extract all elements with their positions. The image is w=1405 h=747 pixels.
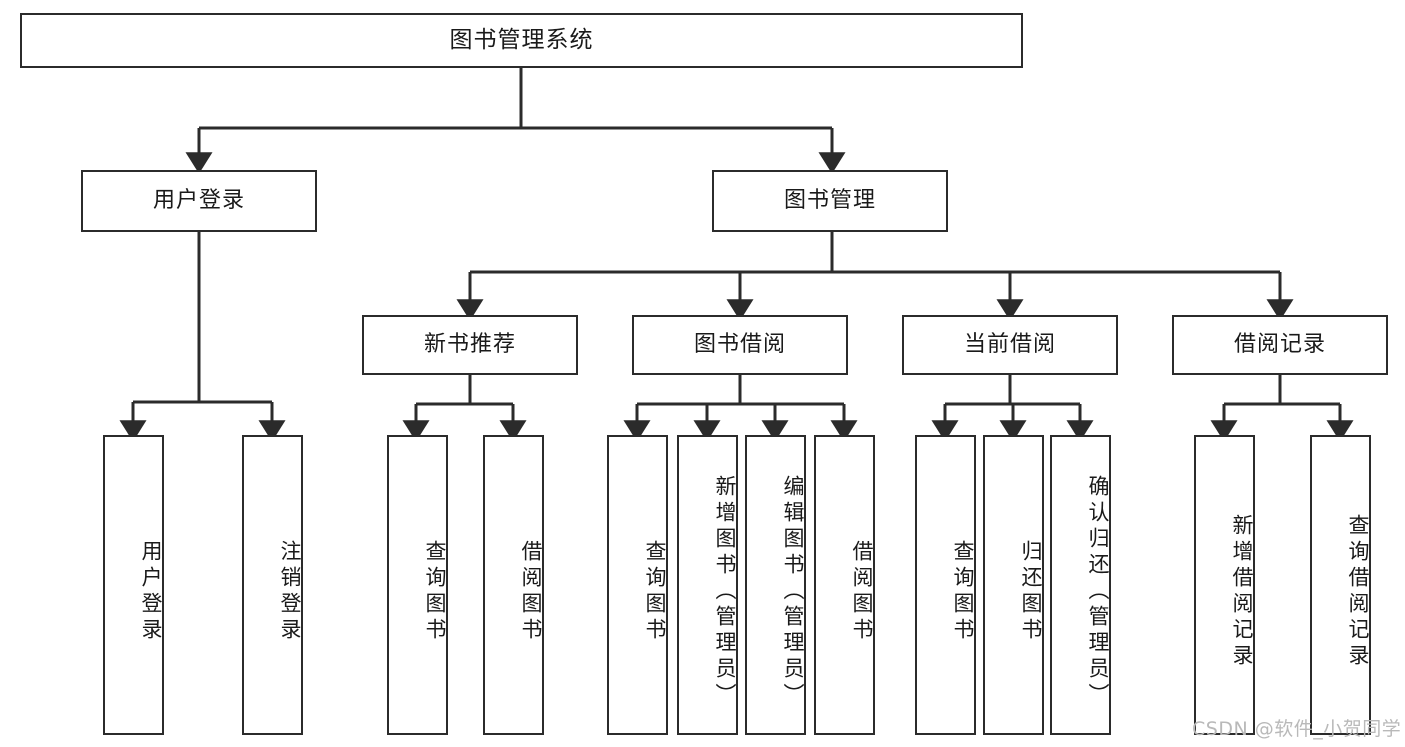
node-borrow-records[interactable]: 借阅记录 <box>1172 315 1388 375</box>
leaf-label: 注销登录 <box>278 540 302 644</box>
node-book-management[interactable]: 图书管理 <box>712 170 948 232</box>
leaf-borrow-add-book-admin[interactable]: 新增图书（管理员） <box>677 435 738 735</box>
leaf-borrow-edit-book-admin[interactable]: 编辑图书（管理员） <box>745 435 806 735</box>
node-user-login[interactable]: 用户登录 <box>81 170 317 232</box>
node-root-system[interactable]: 图书管理系统 <box>20 13 1023 68</box>
leaf-label: 归还图书 <box>1019 540 1043 644</box>
leaf-label: 查询图书 <box>643 540 667 644</box>
leaf-borrow-borrow-book[interactable]: 借阅图书 <box>814 435 875 735</box>
leaf-user-login-logout[interactable]: 注销登录 <box>242 435 303 735</box>
leaf-current-return-book[interactable]: 归还图书 <box>983 435 1044 735</box>
leaf-recommend-borrow-book[interactable]: 借阅图书 <box>483 435 544 735</box>
leaf-label: 用户登录 <box>139 540 163 644</box>
leaf-label: 新增图书（管理员） <box>713 475 737 709</box>
leaf-label: 编辑图书（管理员） <box>781 475 805 709</box>
leaf-label: 确认归还（管理员） <box>1086 475 1110 709</box>
leaf-label: 借阅图书 <box>519 540 543 644</box>
node-current-borrow[interactable]: 当前借阅 <box>902 315 1118 375</box>
leaf-current-confirm-return-admin[interactable]: 确认归还（管理员） <box>1050 435 1111 735</box>
leaf-label: 查询借阅记录 <box>1346 514 1370 670</box>
leaf-recommend-query-book[interactable]: 查询图书 <box>387 435 448 735</box>
leaf-borrow-query-book[interactable]: 查询图书 <box>607 435 668 735</box>
node-book-borrow[interactable]: 图书借阅 <box>632 315 848 375</box>
leaf-label: 查询图书 <box>423 540 447 644</box>
node-new-book-recommend[interactable]: 新书推荐 <box>362 315 578 375</box>
leaf-current-query-book[interactable]: 查询图书 <box>915 435 976 735</box>
leaf-label: 借阅图书 <box>850 540 874 644</box>
leaf-records-query-record[interactable]: 查询借阅记录 <box>1310 435 1371 735</box>
csdn-watermark: CSDN @软件_小贺同学 <box>1192 718 1402 740</box>
leaf-label: 新增借阅记录 <box>1230 514 1254 670</box>
leaf-label: 查询图书 <box>951 540 975 644</box>
leaf-user-login-login[interactable]: 用户登录 <box>103 435 164 735</box>
leaf-records-add-record[interactable]: 新增借阅记录 <box>1194 435 1255 735</box>
